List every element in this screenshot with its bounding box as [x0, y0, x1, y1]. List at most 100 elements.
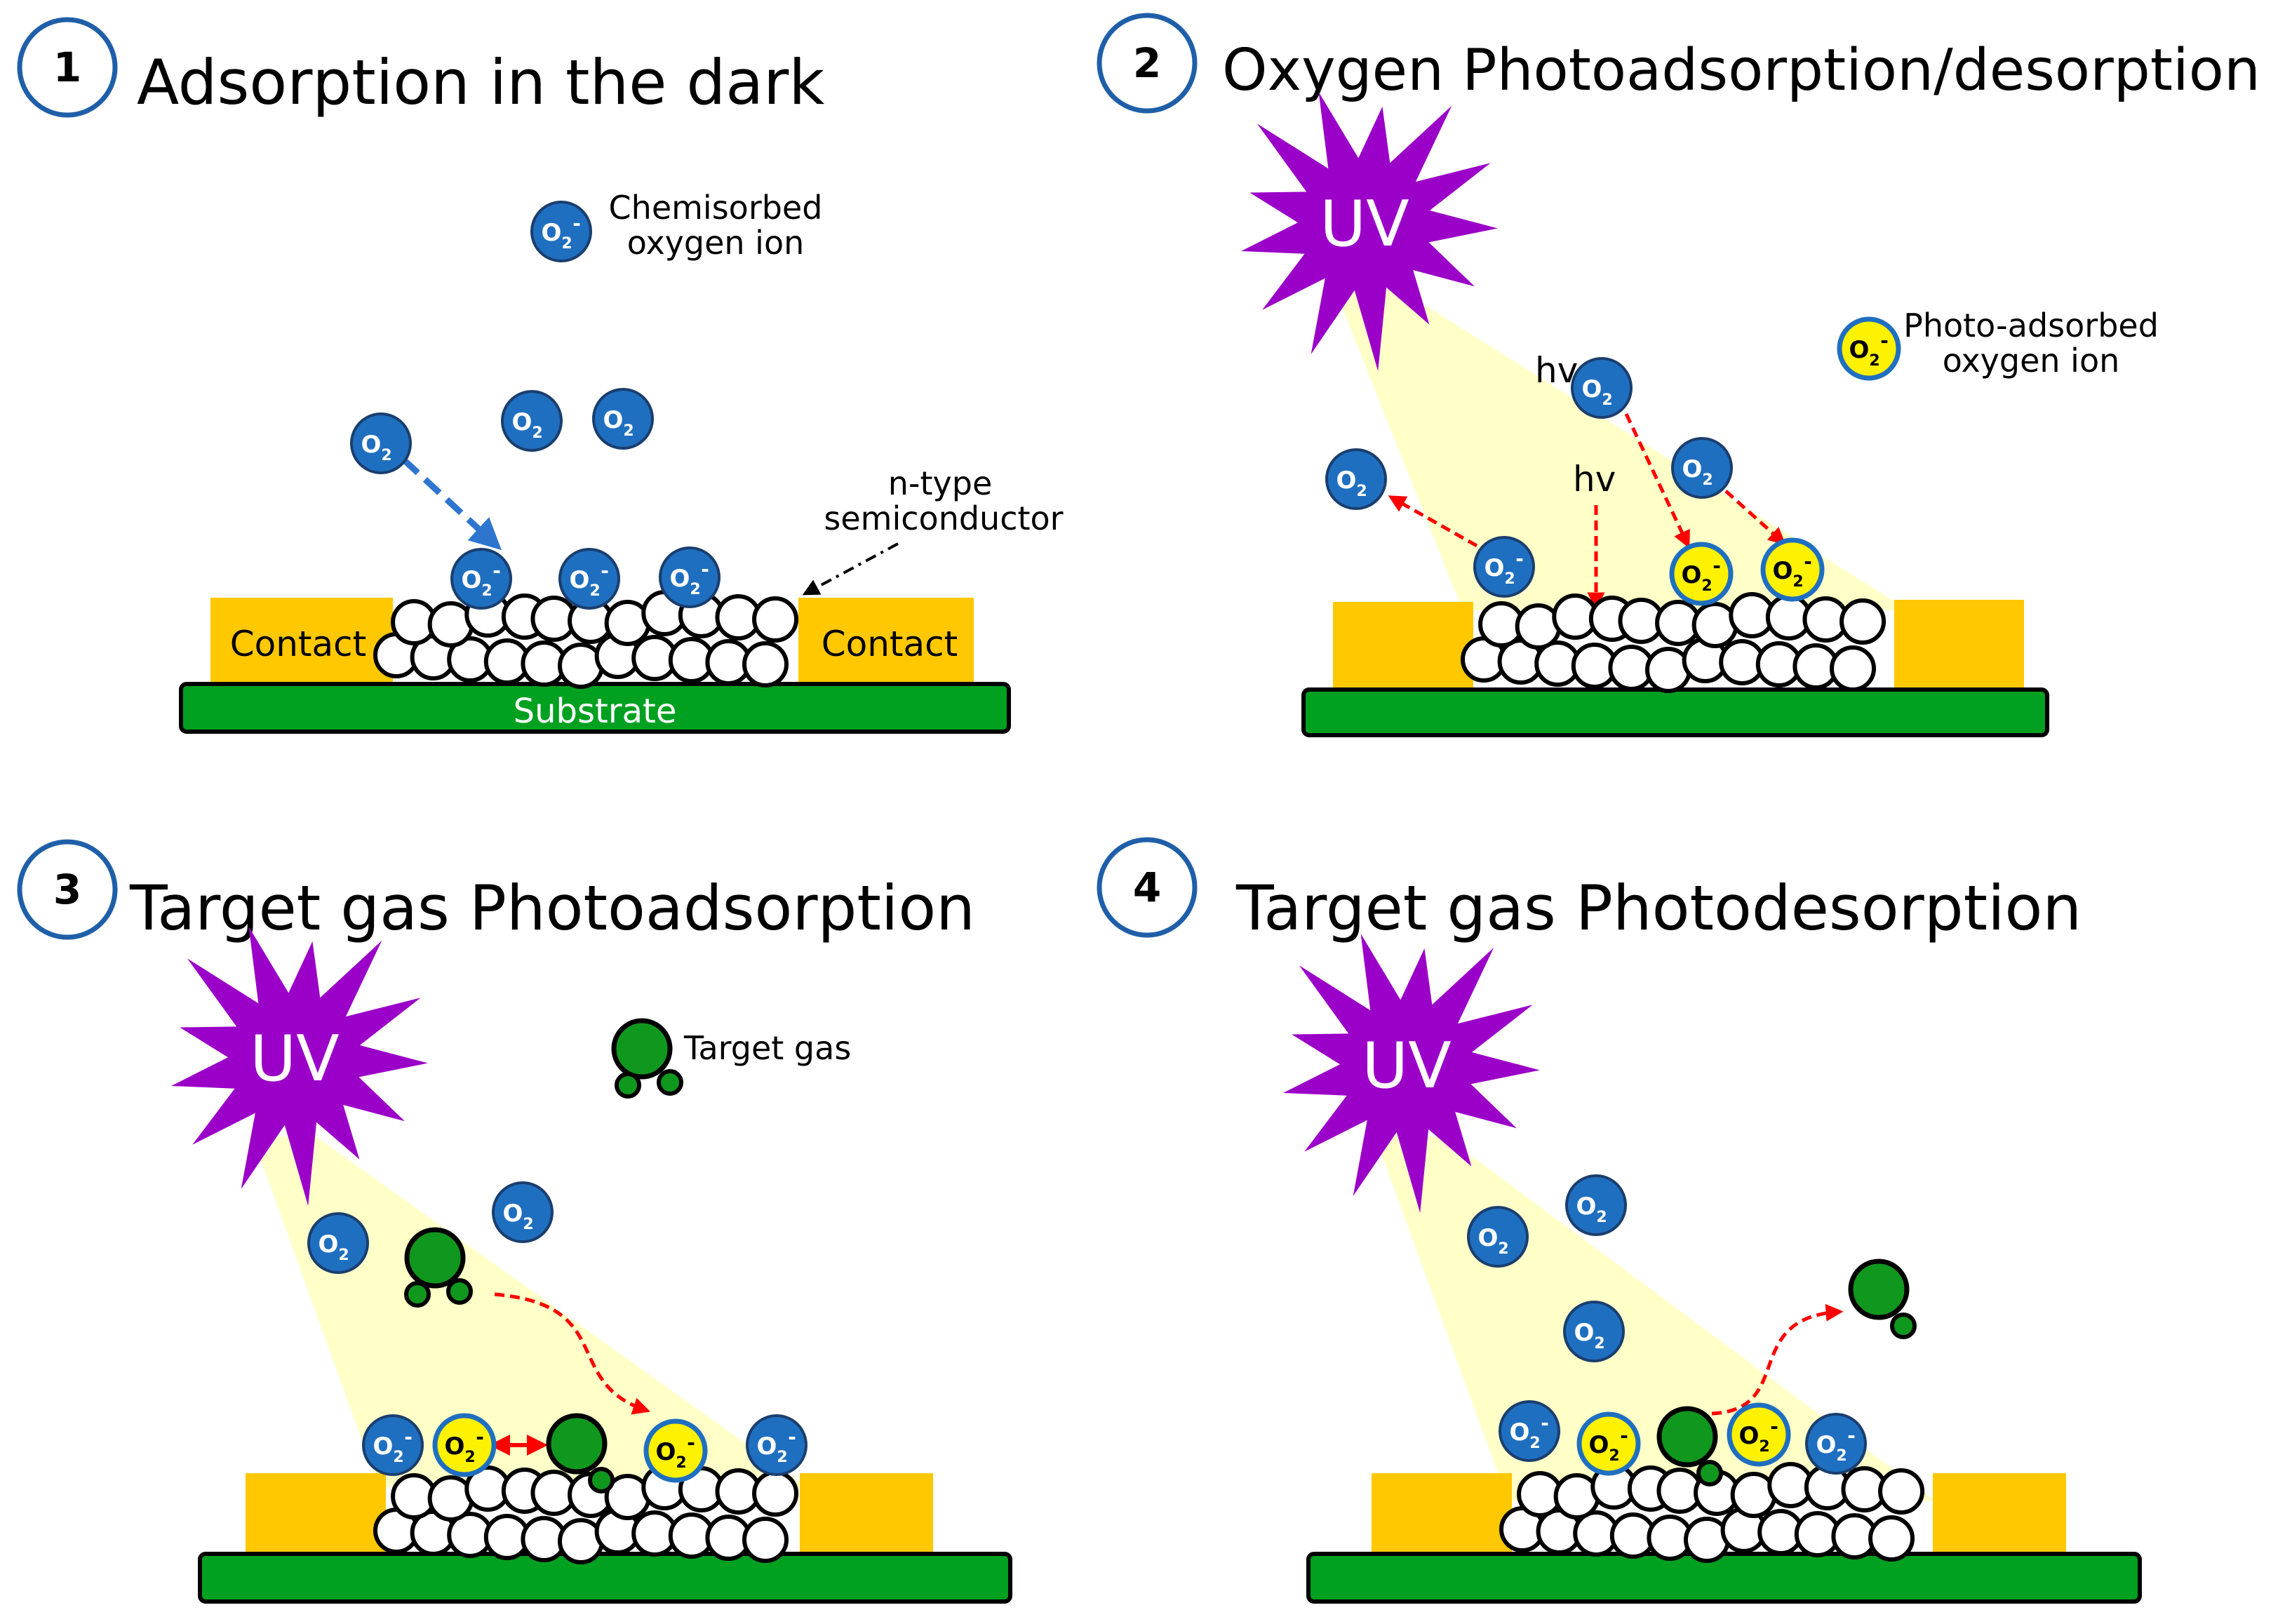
svg-text:2: 2	[1836, 1447, 1847, 1465]
panel-number-badge	[1097, 837, 1198, 938]
contact-left	[246, 1473, 386, 1554]
svg-text:O: O	[1510, 1418, 1530, 1447]
target-gas-molecule	[611, 1018, 683, 1099]
svg-text:O: O	[1589, 1431, 1609, 1459]
svg-text:-: -	[1515, 547, 1524, 570]
svg-text:-: -	[1541, 1411, 1549, 1435]
legend-chemisorbed-label: Chemisorbed	[609, 189, 823, 227]
svg-text:O: O	[670, 565, 690, 593]
svg-text:2: 2	[1701, 577, 1712, 595]
svg-text:O: O	[503, 1200, 523, 1228]
semiconductor-grain	[752, 596, 799, 643]
semiconductor-label: n-type	[888, 464, 993, 502]
photodesorption-arrow	[1388, 495, 1478, 548]
panel-number: 2	[1133, 39, 1161, 87]
panel-3: 3 Target gas Photoadsorption Target gas	[17, 839, 1012, 1604]
substrate	[198, 1552, 1012, 1604]
contact-left	[1333, 602, 1473, 690]
svg-text:O: O	[1576, 1193, 1597, 1221]
svg-text:2: 2	[1792, 573, 1803, 591]
contact-left	[1372, 1473, 1512, 1554]
svg-text:-: -	[404, 1425, 413, 1449]
svg-text:O: O	[1739, 1422, 1760, 1450]
svg-text:-: -	[1880, 329, 1889, 352]
uv-burst-icon	[171, 927, 428, 1207]
svg-text:O: O	[757, 1432, 777, 1461]
contact-right	[1894, 600, 2024, 690]
panel-number: 3	[53, 866, 81, 913]
svg-text:2: 2	[589, 582, 600, 600]
uv-burst-icon	[1283, 934, 1540, 1214]
svg-text:O: O	[361, 431, 382, 459]
semiconductor-grain	[1878, 1468, 1925, 1515]
substrate-label: Substrate	[514, 692, 677, 731]
svg-text:O: O	[1574, 1319, 1595, 1347]
panel-2: 2 Oxygen Photoadsorption/desorption Phot…	[1097, 13, 2260, 737]
uv-label: UV	[250, 1022, 339, 1096]
svg-text:O: O	[1478, 1224, 1499, 1252]
svg-text:2: 2	[676, 1454, 686, 1472]
photon-label: hv	[1535, 350, 1578, 391]
semiconductor-grain	[1839, 598, 1886, 645]
svg-text:-: -	[1713, 554, 1721, 577]
uv-light-beam	[253, 1136, 807, 1487]
svg-text:O: O	[1682, 455, 1703, 483]
semiconductor-pointer-arrow	[802, 542, 899, 596]
svg-text:2: 2	[1596, 1209, 1607, 1226]
svg-text:O: O	[319, 1230, 339, 1259]
svg-text:O: O	[1582, 375, 1602, 403]
svg-text:-: -	[476, 1425, 484, 1449]
target-gas-molecule	[1656, 1406, 1723, 1487]
semiconductor-grain	[752, 1470, 799, 1517]
panel-4: 4 Target gas Photodesorption	[1097, 837, 2142, 1604]
svg-text:2: 2	[1609, 1447, 1619, 1465]
svg-text:-: -	[701, 558, 709, 581]
uv-label: UV	[1362, 1029, 1451, 1103]
svg-text:O: O	[373, 1432, 394, 1461]
contact-right	[800, 1473, 933, 1554]
svg-text:2: 2	[381, 447, 391, 464]
svg-text:2: 2	[393, 1449, 403, 1466]
svg-text:O: O	[603, 406, 624, 434]
svg-text:2: 2	[532, 424, 542, 442]
contact-label: Contact	[230, 624, 367, 664]
legend-chemisorbed-label-line2: oxygen ion	[627, 224, 805, 262]
uv-burst-icon	[1241, 92, 1498, 372]
desorption-arrow	[1711, 1303, 1844, 1416]
photoadsorption-arrow	[1624, 412, 1690, 549]
svg-text:O: O	[570, 566, 590, 594]
svg-text:-: -	[601, 559, 609, 582]
legend-photoadsorbed-label-line2: oxygen ion	[1943, 342, 2120, 380]
svg-text:O: O	[512, 408, 532, 436]
semiconductor-label-line2: semiconductor	[824, 499, 1063, 537]
panel-title: Target gas Photoadsorption	[129, 872, 975, 944]
contact-left	[210, 598, 393, 685]
svg-text:2: 2	[1759, 1438, 1769, 1456]
substrate	[1301, 687, 2049, 737]
svg-text:-: -	[1847, 1424, 1856, 1447]
legend-target-gas-label: Target gas	[683, 1029, 851, 1067]
svg-text:O: O	[1336, 467, 1357, 495]
svg-text:2: 2	[1702, 471, 1713, 489]
svg-text:2: 2	[523, 1216, 533, 1233]
svg-text:O: O	[1849, 336, 1870, 364]
svg-text:2: 2	[1356, 483, 1367, 500]
svg-text:2: 2	[1602, 391, 1612, 409]
legend-photoadsorbed-label: Photo-adsorbed	[1903, 307, 2159, 344]
